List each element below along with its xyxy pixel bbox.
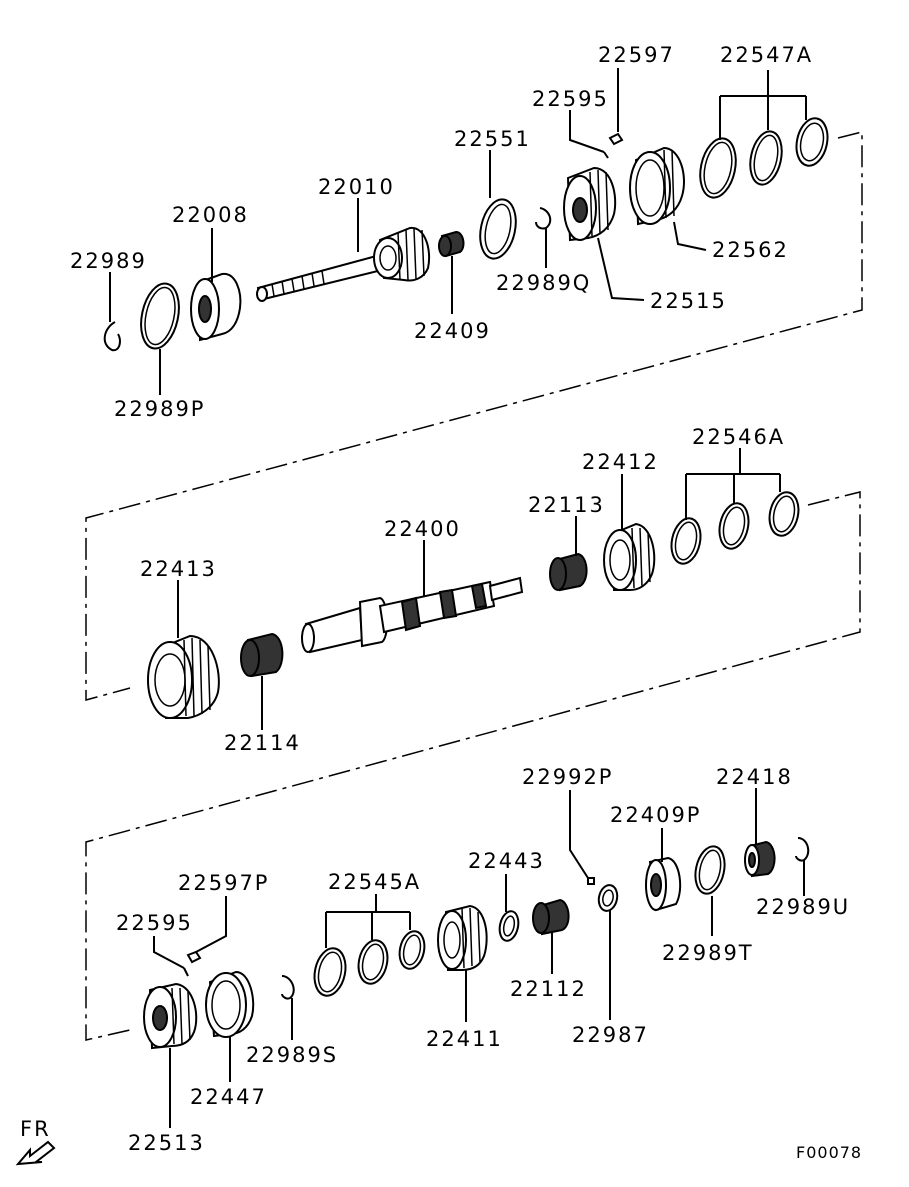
label-22447: 22447 xyxy=(190,1085,267,1109)
part-22989-snap-ring xyxy=(103,321,121,352)
part-22546A-synchro-rings xyxy=(670,491,800,565)
label-22989: 22989 xyxy=(70,249,147,273)
part-22447-sleeve xyxy=(205,970,255,1038)
part-22400-countershaft xyxy=(301,576,524,654)
part-22409-needle-bearing xyxy=(438,230,465,258)
label-22562: 22562 xyxy=(712,238,789,262)
part-22562-sleeve xyxy=(629,146,685,226)
label-22989S: 22989S xyxy=(246,1043,338,1067)
leader-lines xyxy=(109,68,807,1128)
label-22411: 22411 xyxy=(426,1027,503,1051)
part-22113-needle-bearing xyxy=(549,552,588,592)
label-22551: 22551 xyxy=(454,127,531,151)
part-22418-nut xyxy=(744,840,776,878)
label-22010: 22010 xyxy=(318,175,395,199)
label-22413: 22413 xyxy=(140,557,217,581)
label-22409: 22409 xyxy=(414,319,491,343)
part-22597P-key xyxy=(186,950,202,964)
label-22113: 22113 xyxy=(528,493,605,517)
part-22597-key xyxy=(608,132,624,146)
part-22595-spring-lower xyxy=(183,967,189,977)
label-22547A: 22547A xyxy=(720,43,813,67)
part-22412-gear xyxy=(603,522,656,591)
label-22987: 22987 xyxy=(572,1023,649,1047)
part-22513-synchro-hub xyxy=(143,982,198,1050)
section-frame-2 xyxy=(85,491,861,1041)
front-arrow-icon xyxy=(15,1140,56,1166)
label-22989U: 22989U xyxy=(756,895,850,919)
part-22413-gear xyxy=(147,634,220,719)
part-22987-washer xyxy=(597,884,619,912)
label-22597P: 22597P xyxy=(178,871,269,895)
part-22989Q-snap-ring xyxy=(535,207,552,230)
label-22515: 22515 xyxy=(650,289,727,313)
label-22412: 22412 xyxy=(582,450,659,474)
front-indicator-text: FR xyxy=(20,1117,51,1141)
label-22400: 22400 xyxy=(384,517,461,541)
part-22112-needle-bearing xyxy=(532,898,570,936)
label-22112: 22112 xyxy=(510,977,587,1001)
part-22409P-bearing xyxy=(645,856,682,912)
section-frame-1 xyxy=(85,131,863,701)
part-22411-gear xyxy=(437,904,488,971)
part-22008-bearing xyxy=(190,272,242,342)
label-22418: 22418 xyxy=(716,765,793,789)
label-22008: 22008 xyxy=(172,203,249,227)
part-22989S-snap-ring xyxy=(281,975,295,1000)
part-22545A-synchro-rings xyxy=(313,930,426,997)
part-22443-washer xyxy=(498,910,520,942)
label-22443: 22443 xyxy=(468,849,545,873)
label-22546A: 22546A xyxy=(692,425,785,449)
label-22992P: 22992P xyxy=(522,765,613,789)
label-22595-lower: 22595 xyxy=(116,911,193,935)
label-22114: 22114 xyxy=(224,731,301,755)
label-22989Q: 22989Q xyxy=(496,271,591,295)
part-22547A-synchro-rings xyxy=(699,117,829,199)
label-22513: 22513 xyxy=(128,1131,205,1155)
part-22989U-snap-ring xyxy=(795,837,810,862)
figure-code: F00078 xyxy=(796,1143,862,1162)
label-22597: 22597 xyxy=(598,43,675,67)
label-22989P: 22989P xyxy=(114,397,205,421)
label-22989T: 22989T xyxy=(662,941,754,965)
part-22989P-ring xyxy=(140,282,180,350)
part-22114-needle-bearing xyxy=(240,632,284,678)
label-22595-upper: 22595 xyxy=(532,87,609,111)
part-22551-ring xyxy=(479,198,517,260)
part-22989T-ring xyxy=(694,845,726,895)
part-22992P-ball xyxy=(587,877,595,885)
label-22409P: 22409P xyxy=(610,803,701,827)
label-22545A: 22545A xyxy=(328,870,421,894)
part-22010-main-shaft xyxy=(256,226,430,302)
part-22595-spring xyxy=(603,151,609,159)
part-22515-synchro-hub xyxy=(563,166,617,242)
